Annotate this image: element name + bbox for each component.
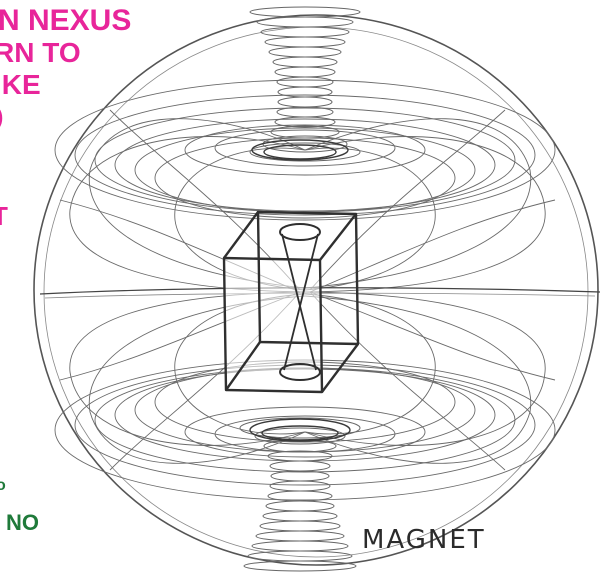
pink-note-line-1: N NEXUS <box>0 4 131 37</box>
pink-note-line-4: ) <box>0 104 3 129</box>
green-notes: o NO <box>0 477 39 535</box>
green-note-line-1: o <box>0 477 6 494</box>
magnet-label: MAGNET <box>362 525 486 555</box>
pink-note-line-2: RN TO <box>0 37 81 68</box>
pink-note-line-3: IKE <box>0 69 41 100</box>
magnet-cube <box>224 212 358 392</box>
pink-note-line-6: T <box>0 201 8 231</box>
green-note-line-2: NO <box>6 510 39 535</box>
